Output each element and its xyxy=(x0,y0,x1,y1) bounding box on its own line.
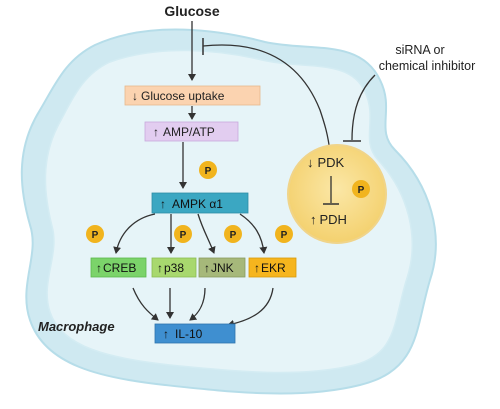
svg-text:P: P xyxy=(230,230,237,241)
phospho-pdh: P xyxy=(352,180,370,198)
pdh-label: PDH xyxy=(320,212,347,227)
ekr-label: EKR xyxy=(261,261,286,275)
phospho-ampk: P xyxy=(199,161,217,179)
ekr-arrow: ↑ xyxy=(254,261,260,275)
arrow-ampk-to-ekr xyxy=(239,213,268,254)
svg-text:P: P xyxy=(358,185,365,196)
svg-text:P: P xyxy=(281,230,288,241)
mitochondrion: ↓ PDK P ↑PDH xyxy=(287,144,387,244)
inhibitor-label-line2: chemical inhibitor xyxy=(379,59,476,73)
svg-text:↑AMPK α1: ↑ AMPK α1 xyxy=(160,197,223,211)
ampk-arrow: ↑ xyxy=(160,197,166,211)
glucose-uptake-label: Glucose uptake xyxy=(141,89,225,103)
svg-text:↑EKR: ↑EKR xyxy=(254,261,286,275)
inhibitor-line xyxy=(351,74,376,141)
pdk-to-glucose-inhibition xyxy=(202,44,331,153)
arrow-jnk-to-il10 xyxy=(189,287,206,321)
phospho-jnk: P xyxy=(224,225,242,243)
node-creb: ↑CREB xyxy=(90,257,147,278)
arrow-creb-to-il10 xyxy=(132,287,159,321)
node-il10: ↑ IL-10 xyxy=(154,323,236,344)
jnk-label: JNK xyxy=(211,261,234,275)
phospho-creb: P xyxy=(86,225,104,243)
node-amp-atp: ↑ AMP/ATP xyxy=(144,121,239,142)
pdk-label: PDK xyxy=(318,155,345,170)
node-glucose-uptake: ↓Glucose uptake xyxy=(124,85,261,106)
node-p38: ↑p38 xyxy=(151,257,197,278)
jnk-arrow: ↑ xyxy=(204,261,210,275)
il10-arrow: ↑ xyxy=(163,327,169,341)
svg-text:P: P xyxy=(180,230,187,241)
svg-text:↑JNK: ↑JNK xyxy=(204,261,234,275)
svg-text:↑IL-10: ↑ IL-10 xyxy=(163,327,203,341)
amp-atp-arrow: ↑ xyxy=(153,125,159,139)
svg-text:↓PDK: ↓ PDK xyxy=(307,155,345,170)
node-ekr: ↑EKR xyxy=(248,257,297,278)
svg-text:P: P xyxy=(205,166,212,177)
svg-text:↑p38: ↑p38 xyxy=(157,261,184,275)
creb-label: CREB xyxy=(103,261,136,275)
svg-text:↑PDH: ↑PDH xyxy=(310,212,347,227)
node-ampk: ↑ AMPK α1 xyxy=(151,192,249,214)
ampk-label: AMPK α1 xyxy=(172,197,223,211)
p38-arrow: ↑ xyxy=(157,261,163,275)
svg-text:P: P xyxy=(92,230,99,241)
phospho-p38: P xyxy=(174,225,192,243)
node-jnk: ↑JNK xyxy=(198,257,246,278)
svg-text:↑CREB: ↑CREB xyxy=(96,261,136,275)
cell-label: Macrophage xyxy=(38,319,115,334)
arrow-ekr-to-il10 xyxy=(227,287,274,328)
arrow-ampk-to-creb xyxy=(113,213,156,254)
amp-atp-label: AMP/ATP xyxy=(163,125,215,139)
arrow-ampk-to-jnk xyxy=(197,213,216,254)
svg-text:↑AMP/ATP: ↑ AMP/ATP xyxy=(153,125,215,139)
pdh-arrow: ↑ xyxy=(310,212,317,227)
inhibitor-label-line1: siRNA or xyxy=(395,43,444,57)
phospho-ekr: P xyxy=(275,225,293,243)
glucose-label: Glucose xyxy=(164,3,219,19)
glucose-uptake-arrow: ↓ xyxy=(132,89,138,103)
p38-label: p38 xyxy=(164,261,184,275)
pdk-arrow: ↓ xyxy=(307,155,314,170)
il10-label: IL-10 xyxy=(175,327,203,341)
svg-text:↓Glucose uptake: ↓Glucose uptake xyxy=(132,89,225,103)
creb-arrow: ↑ xyxy=(96,261,102,275)
